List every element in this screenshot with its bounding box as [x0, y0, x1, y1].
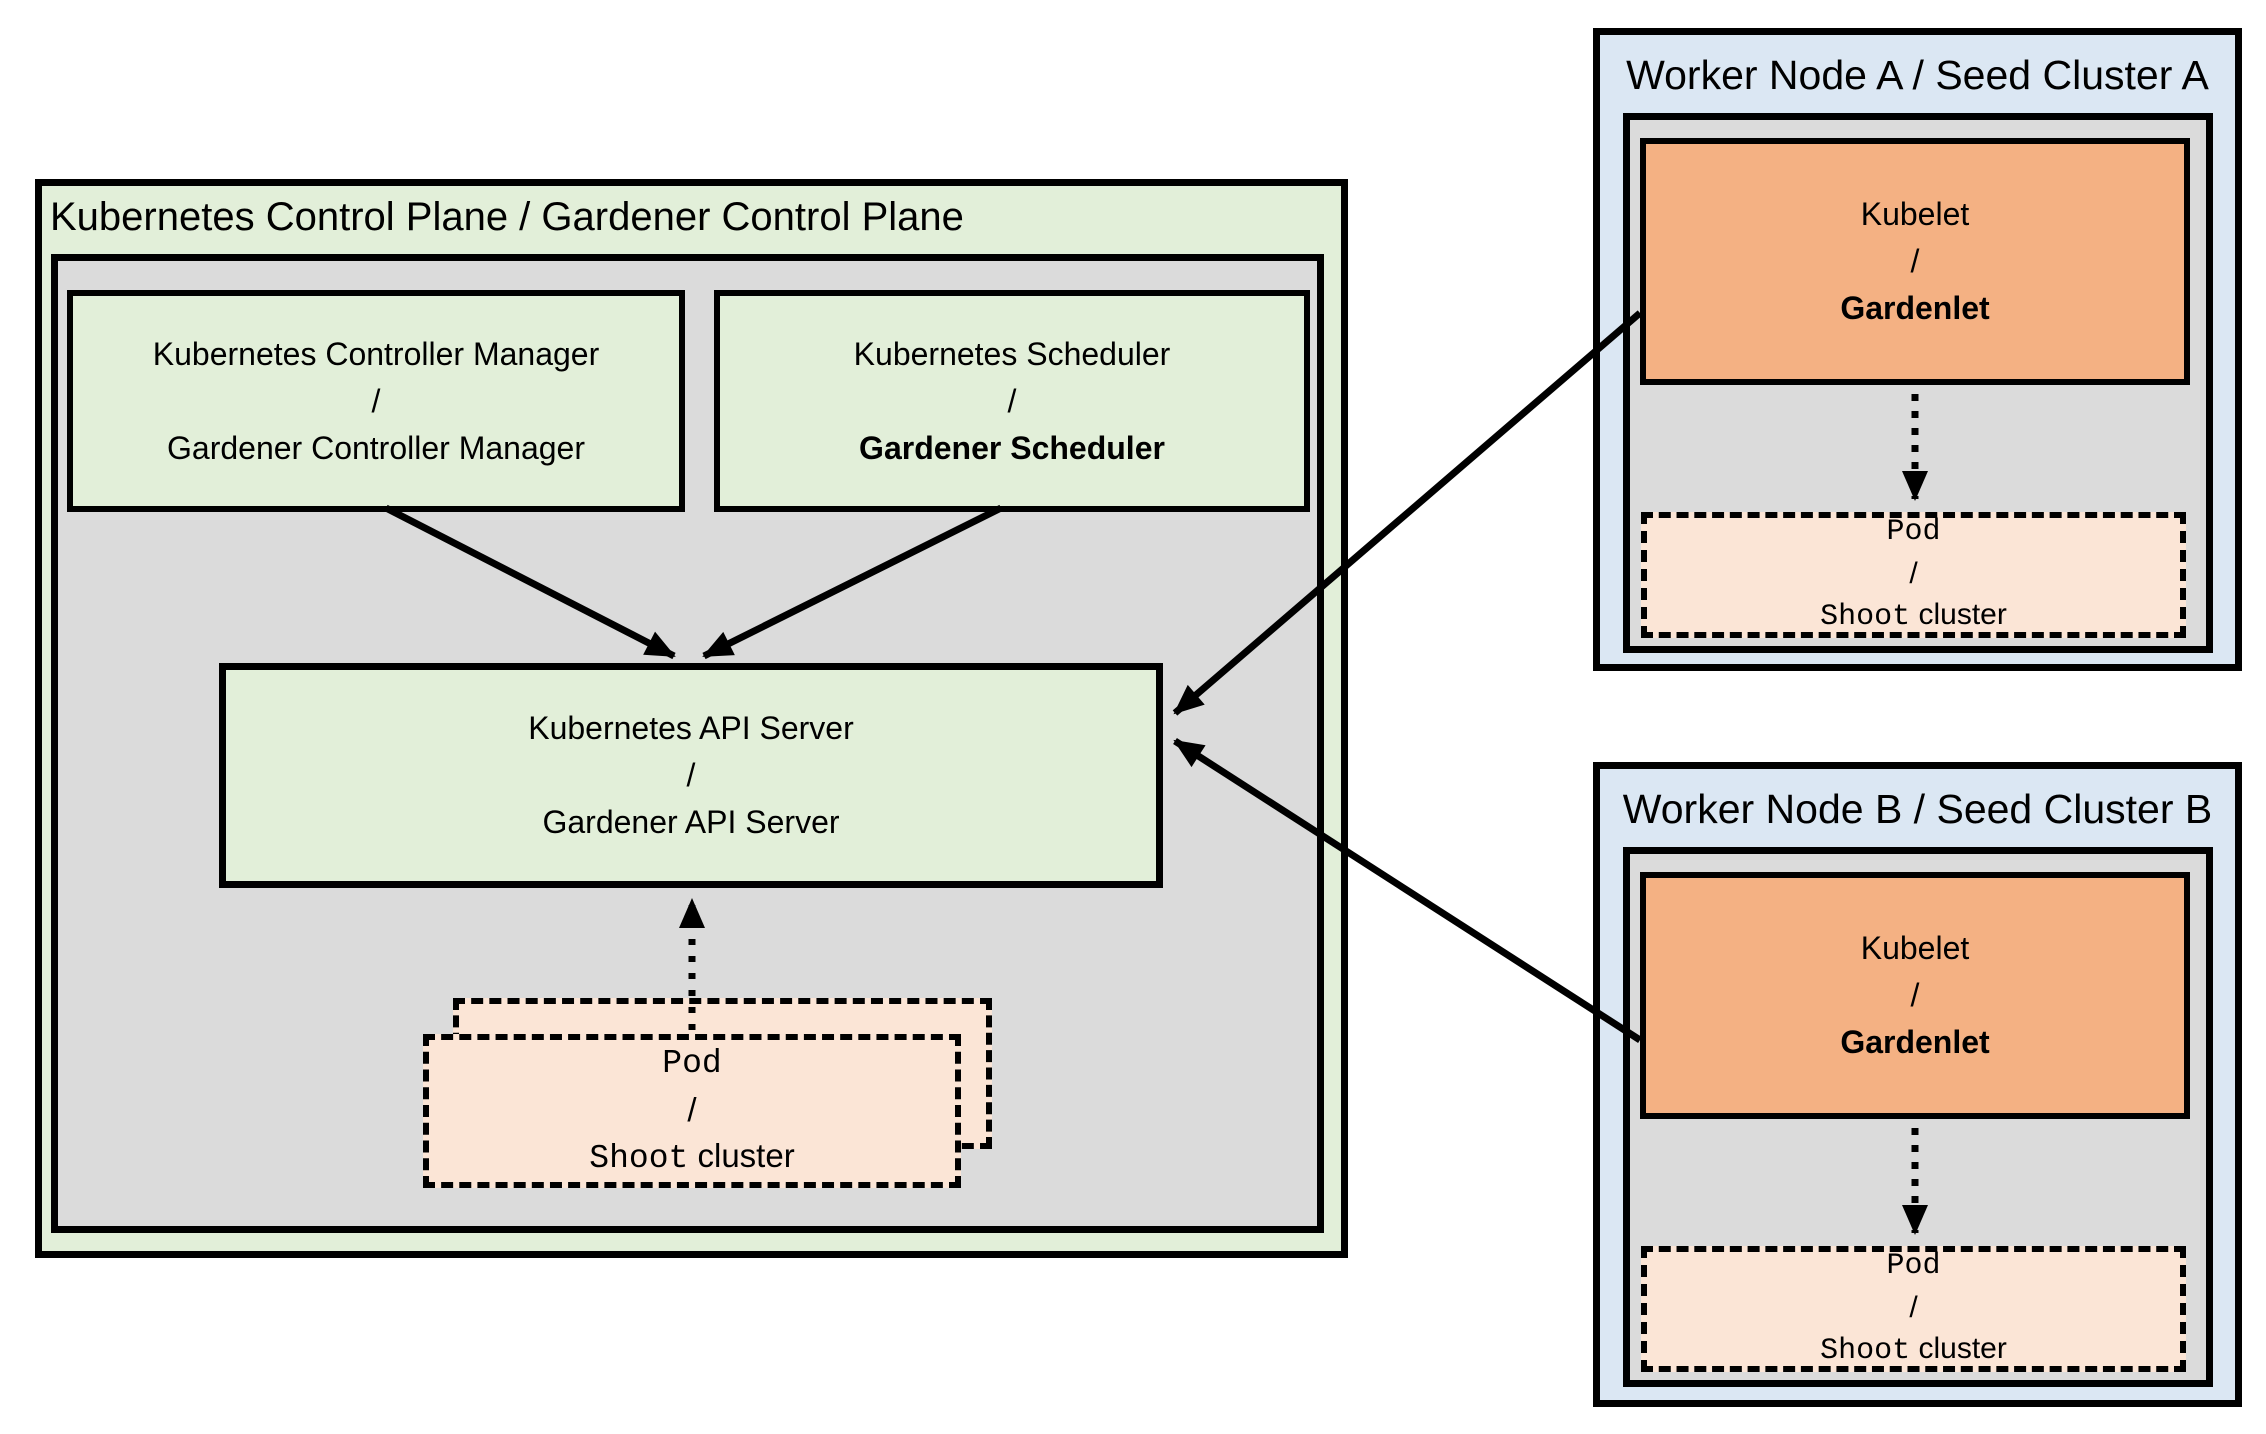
kubelet-a-line2: Gardenlet: [1840, 290, 1990, 326]
kubelet-b-line2: Gardenlet: [1840, 1024, 1990, 1060]
controller-manager-line1: Kubernetes Controller Manager: [152, 335, 600, 372]
pod-shoot-b-box: Pod / Shoot cluster: [1641, 1246, 2186, 1372]
scheduler-separator: /: [1007, 382, 1017, 419]
worker-node-a-title: Worker Node A / Seed Cluster A: [1626, 52, 2209, 98]
pod-b-line2-shoot: Shoot: [1820, 1334, 1911, 1368]
api-server-box: Kubernetes API Server / Gardener API Ser…: [219, 663, 1163, 888]
kubelet-b-line1: Kubelet: [1860, 930, 1970, 966]
controller-manager-box: Kubernetes Controller Manager / Gardener…: [67, 290, 685, 512]
controller-manager-separator: /: [371, 382, 381, 419]
api-server-separator: /: [686, 757, 696, 793]
scheduler-line1: Kubernetes Scheduler: [853, 335, 1171, 372]
pod-b-line2: Shoot cluster: [1820, 1328, 2007, 1372]
api-server-line1: Kubernetes API Server: [528, 710, 854, 746]
control-plane-title: Kubernetes Control Plane / Gardener Cont…: [50, 195, 964, 239]
kubelet-a-separator: /: [1910, 243, 1920, 279]
pod-a-line2-shoot: Shoot: [1820, 600, 1911, 634]
scheduler-box: Kubernetes Scheduler / Gardener Schedule…: [714, 290, 1310, 512]
kubelet-a-box: Kubelet / Gardenlet: [1640, 138, 2190, 385]
pod-shoot-box-front: Pod / Shoot cluster: [423, 1034, 961, 1188]
scheduler-line2: Gardener Scheduler: [859, 429, 1165, 466]
pod-a-line2: Shoot cluster: [1820, 594, 2007, 638]
pod-line1: Pod: [662, 1044, 722, 1082]
pod-b-separator: /: [1909, 1291, 1918, 1324]
kubelet-a-line1: Kubelet: [1860, 196, 1970, 232]
worker-node-b-title: Worker Node B / Seed Cluster B: [1622, 786, 2213, 832]
pod-a-line2-cluster: cluster: [1918, 598, 2007, 631]
pod-b-line2-cluster: cluster: [1918, 1332, 2007, 1365]
pod-shoot-a-box: Pod / Shoot cluster: [1641, 512, 2186, 638]
pod-a-line1: Pod: [1886, 515, 1941, 549]
pod-line2-cluster: cluster: [697, 1136, 795, 1174]
pod-line2-shoot: Shoot: [589, 1139, 689, 1177]
controller-manager-line2: Gardener Controller Manager: [167, 429, 585, 466]
pod-a-separator: /: [1909, 557, 1918, 590]
api-server-line2: Gardener API Server: [542, 804, 840, 840]
pod-separator: /: [687, 1090, 697, 1128]
pod-line2: Shoot cluster: [589, 1133, 794, 1182]
pod-b-line1: Pod: [1886, 1249, 1941, 1283]
kubelet-b-separator: /: [1910, 977, 1920, 1013]
kubelet-b-box: Kubelet / Gardenlet: [1640, 872, 2190, 1119]
